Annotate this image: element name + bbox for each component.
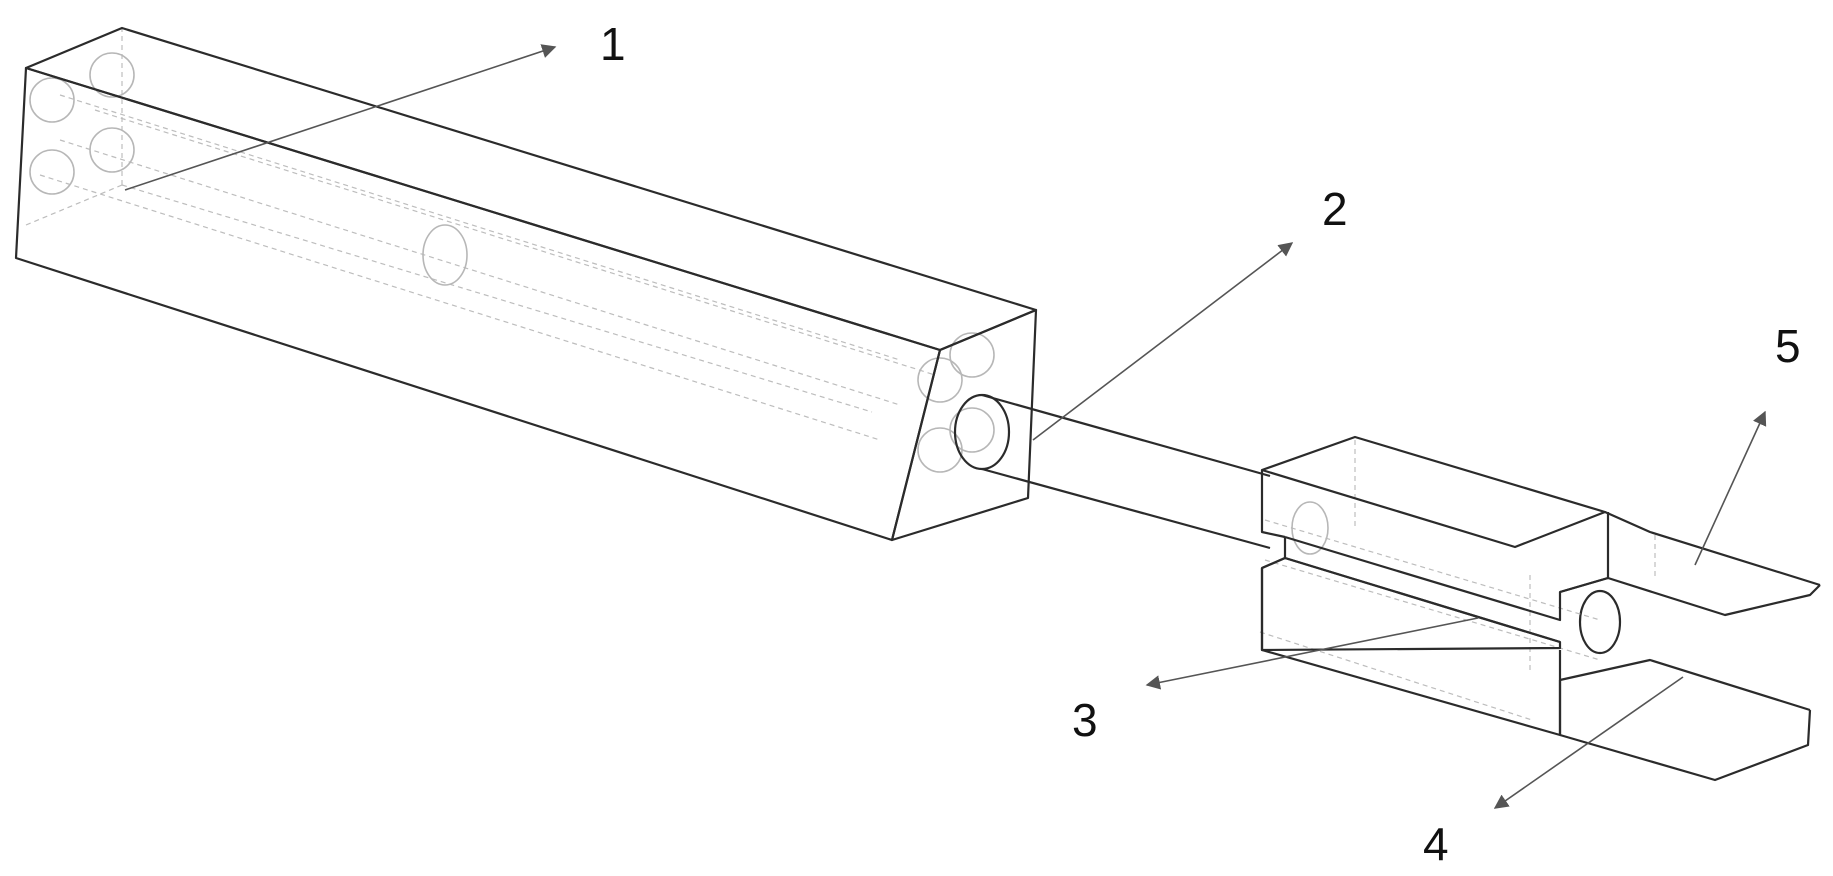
leader-4 [1493, 676, 1684, 809]
leader-2 [1032, 242, 1294, 441]
callout-label-3: 3 [1072, 694, 1098, 746]
leader-1 [124, 44, 557, 191]
end-face-bore [953, 393, 1011, 471]
block-part-1 [14, 26, 1038, 542]
leader-5 [1694, 410, 1767, 566]
rod-part-2 [981, 393, 1622, 655]
fork-holder [1259, 435, 1821, 782]
callout-label-1: 1 [600, 18, 626, 70]
callout-label-5: 5 [1775, 320, 1801, 372]
leader-3 [1145, 617, 1479, 690]
callout-label-2: 2 [1322, 183, 1348, 235]
callout-label-4: 4 [1423, 818, 1449, 870]
